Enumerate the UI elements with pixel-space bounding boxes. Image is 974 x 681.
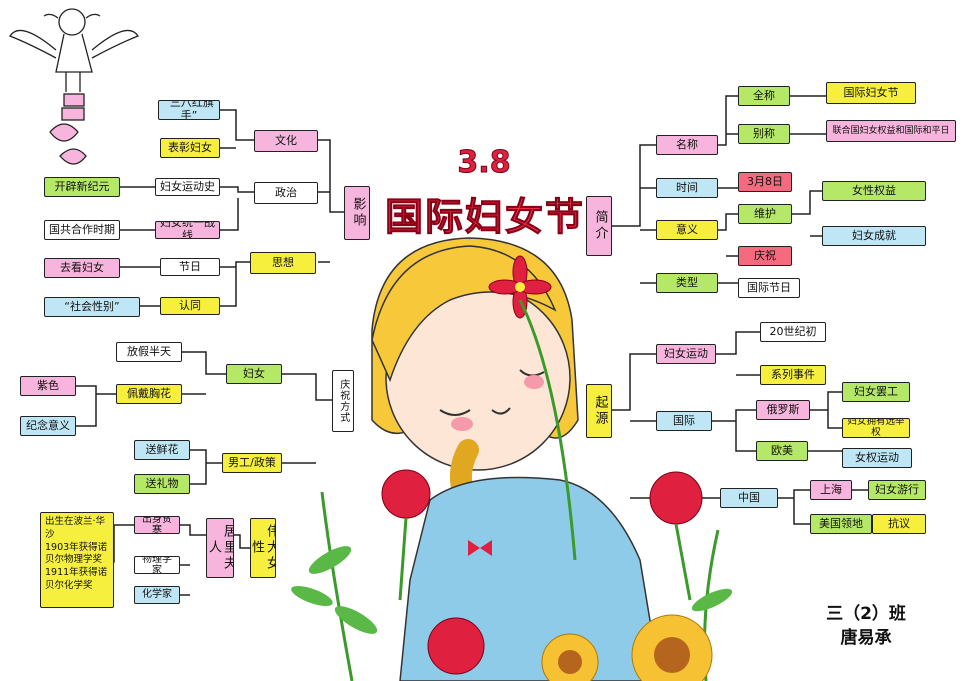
leaf-fangjia-bantian: 放假半天 (116, 342, 182, 362)
leaf-jinian-yiyi: 纪念意义 (20, 416, 76, 436)
bio-line: 1911年获得诺贝尔化学奖 (45, 567, 108, 592)
bio-card: 出生在波兰·华沙 1903年获得诺贝尔物理学奖 1911年获得诺贝尔化学奖 (40, 512, 114, 608)
leaf-funv-youxing: 妇女游行 (868, 480, 926, 500)
leaf-peidai-xionghua: 佩戴胸花 (116, 384, 182, 404)
node-zhengzhi: 政治 (254, 182, 318, 204)
leaf-eluosi: 俄罗斯 (756, 400, 810, 420)
node-juli-furen: 居里夫人 (206, 518, 234, 578)
leaf-funv-tongyizhanxian: 妇女统一战线 (155, 221, 220, 239)
leaf-qukan-funv: 去看妇女 (44, 258, 120, 278)
leaf-song-xianhua: 送鲜花 (134, 440, 190, 460)
leaf-biecheng: 别称 (738, 124, 790, 144)
bio-line: 1903年获得诺贝尔物理学奖 (45, 541, 108, 566)
leaf-qingzhu: 庆祝 (738, 246, 792, 266)
node-funv-yundong: 妇女运动 (656, 344, 716, 364)
node-jianjie: 简介 (586, 196, 612, 256)
node-guoji: 国际 (656, 411, 712, 431)
girl-illustration-icon (371, 237, 661, 681)
title-number: 3.8 (457, 145, 511, 181)
node-yiyi: 意义 (656, 220, 718, 240)
node-yingxiang: 影响 (344, 186, 370, 240)
node-qiyuan: 起源 (586, 384, 612, 438)
leaf-huaxuejia: 化学家 (134, 586, 180, 604)
leaf-chushen-pinhan: 出身贫寒 (134, 516, 180, 534)
leaf-biaozhang-funv: 表彰妇女 (160, 138, 220, 158)
leaf-guoji-jieri: 国际节日 (738, 278, 800, 298)
leaf-funv-xuanjuquan: 妇女拥有选举权 (842, 418, 910, 438)
leaf-funv-yundongshi: 妇女运动史 (155, 178, 220, 196)
leaf-jieri: 节日 (160, 258, 220, 276)
page-title: 国际妇女节 (384, 195, 585, 240)
leaf-sanba-hongqishou: “三八红旗手” (158, 100, 220, 120)
node-wenhua: 文化 (254, 130, 318, 152)
leaf-zise: 紫色 (20, 376, 76, 396)
node-sixiang: 思想 (250, 252, 316, 274)
class-name: 三（2）班 (826, 604, 906, 624)
leaf-xilie-shijian: 系列事件 (760, 365, 826, 385)
node-zhongguo: 中国 (720, 488, 778, 508)
leaf-kaipi-xinjiyuan: 开辟新纪元 (44, 177, 120, 197)
leaf-oumei: 欧美 (756, 441, 808, 461)
leaf-wuli-xuejia: 物理学家 (134, 556, 180, 574)
author-name: 唐易承 (840, 628, 892, 648)
leaf-funv-chengjiu: 妇女成就 (822, 226, 926, 246)
leaf-guoji-funvjie: 国际妇女节 (826, 82, 916, 104)
leaf-nvquan-yundong: 女权运动 (842, 448, 912, 468)
leaf-lianheguo: 联合国妇女权益和国际和平日 (826, 120, 956, 142)
leaf-ershi-shijichu: 20世纪初 (760, 322, 826, 342)
node-nangong: 男工/政策 (222, 453, 282, 473)
sunflowers-icon (541, 614, 713, 681)
leaf-san-yue-ba-ri: 3月8日 (738, 172, 792, 192)
bio-line: 出生在波兰·华沙 (45, 516, 106, 540)
leaf-quancheng: 全称 (738, 86, 790, 106)
node-weida-nvxing: 伟大女性 (250, 518, 276, 578)
leaf-kangyi: 抗议 (872, 514, 926, 534)
leaf-meiguo-lingdi: 美国领地 (810, 514, 872, 534)
leaf-shanghai: 上海 (810, 480, 852, 500)
node-qingzhu: 庆祝方式 (332, 370, 354, 432)
node-mingcheng: 名称 (656, 135, 718, 155)
leaf-nvxing-quanyi: 女性权益 (822, 181, 926, 201)
node-leixing: 类型 (656, 273, 718, 293)
leaf-song-liwu: 送礼物 (134, 474, 190, 494)
node-funv: 妇女 (226, 364, 282, 384)
leaf-shehui-xingbie: “社会性别” (44, 297, 140, 317)
leaf-funv-bagong: 妇女罢工 (842, 382, 910, 402)
credits-block: 三（2）班 唐易承 (806, 602, 926, 650)
angel-doodle-icon (9, 8, 139, 165)
leaf-weihu: 维护 (738, 204, 792, 224)
leaf-rentong: 认同 (160, 297, 220, 315)
carnation-flowers-icon (291, 469, 733, 681)
node-shijian: 时间 (656, 178, 718, 198)
leaf-guogong-hezuo: 国共合作时期 (44, 220, 120, 240)
